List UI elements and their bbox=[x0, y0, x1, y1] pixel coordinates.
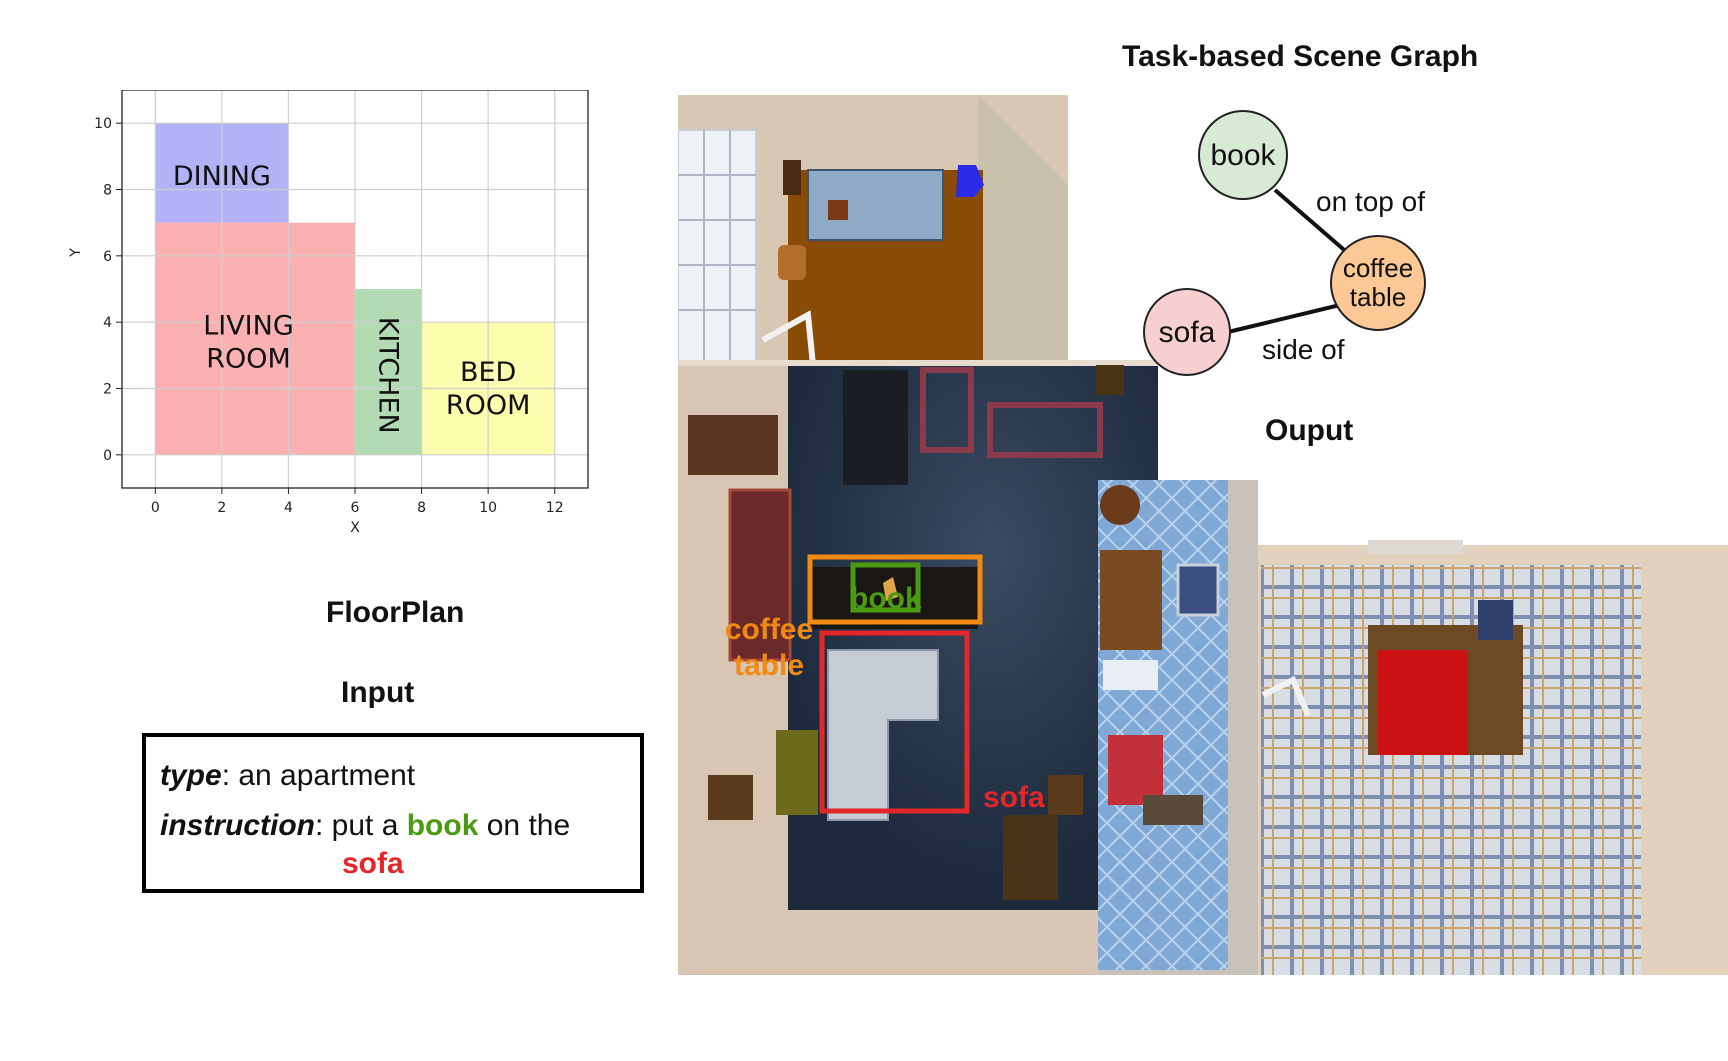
floorplan-caption: FloorPlan bbox=[326, 596, 465, 629]
book-bbox bbox=[850, 562, 921, 613]
output-caption: Ouput bbox=[1265, 414, 1354, 447]
type-value: : an apartment bbox=[221, 759, 416, 792]
x-tick-label: 2 bbox=[217, 500, 226, 516]
coffee-table-label-line1: coffee bbox=[724, 613, 814, 646]
coffee-table-bbox bbox=[807, 554, 983, 625]
room-label: DINING bbox=[173, 161, 271, 192]
node-sofa: sofa bbox=[1143, 288, 1231, 376]
room-label: BED bbox=[460, 357, 516, 388]
x-tick-label: 12 bbox=[546, 500, 564, 516]
x-tick-label: 6 bbox=[351, 500, 360, 516]
edge-sofa-coffee bbox=[1227, 303, 1341, 334]
node-coffee-table: coffee table bbox=[1330, 235, 1426, 331]
scene-graph-title: Task-based Scene Graph bbox=[1122, 40, 1479, 73]
instruction-line: instruction: put a book on the bbox=[160, 809, 570, 843]
edge-label-on-top-of: on top of bbox=[1316, 186, 1425, 217]
node-book: book bbox=[1198, 110, 1288, 200]
room-label: ROOM bbox=[446, 390, 531, 421]
input-box: type: an apartment instruction: put a bo… bbox=[142, 733, 644, 893]
scene-graph-edges bbox=[1227, 188, 1352, 334]
coffee-table-label-line2: table bbox=[733, 649, 805, 682]
x-tick-label: 0 bbox=[151, 500, 160, 516]
type-key: type bbox=[160, 759, 222, 792]
x-tick-label: 4 bbox=[284, 500, 293, 516]
y-axis-label: Y bbox=[68, 248, 84, 258]
instruction-pre: : put a bbox=[315, 809, 407, 842]
x-axis-label: X bbox=[350, 520, 360, 536]
type-line: type: an apartment bbox=[160, 759, 415, 793]
instruction-key: instruction bbox=[160, 809, 315, 842]
kitchen-render bbox=[1098, 480, 1258, 975]
sofa-label: sofa bbox=[983, 781, 1045, 814]
y-tick-label: 0 bbox=[103, 448, 112, 464]
book-label: book bbox=[850, 582, 922, 615]
y-tick-label: 8 bbox=[103, 183, 112, 199]
edge-label-side-of: side of bbox=[1262, 334, 1345, 365]
room-kitchen bbox=[355, 289, 422, 455]
scene-svg bbox=[677, 95, 1728, 975]
edge-book-coffee bbox=[1273, 188, 1352, 257]
x-tick-label: 10 bbox=[479, 500, 497, 516]
instruction-object: book bbox=[406, 809, 479, 842]
room-living-room bbox=[155, 222, 355, 455]
x-tick-label: 8 bbox=[417, 500, 426, 516]
dining-room-render bbox=[677, 95, 1068, 366]
input-caption: Input bbox=[341, 676, 415, 709]
y-tick-label: 6 bbox=[103, 249, 112, 265]
bedroom-render bbox=[1258, 540, 1728, 975]
room-label: KITCHEN bbox=[372, 317, 403, 434]
sofa-bbox bbox=[819, 630, 970, 814]
room-label: ROOM bbox=[206, 344, 291, 375]
coffee-table-label: coffee table bbox=[724, 612, 814, 684]
node-coffee-table-label: coffee table bbox=[1342, 253, 1414, 312]
y-tick-label: 2 bbox=[103, 382, 112, 398]
scene-render bbox=[677, 95, 1728, 975]
y-tick-label: 10 bbox=[94, 116, 112, 132]
instruction-mid: on the bbox=[478, 809, 571, 842]
y-tick-label: 4 bbox=[103, 315, 112, 331]
instruction-target: sofa bbox=[342, 847, 404, 880]
room-label: LIVING bbox=[203, 311, 294, 342]
